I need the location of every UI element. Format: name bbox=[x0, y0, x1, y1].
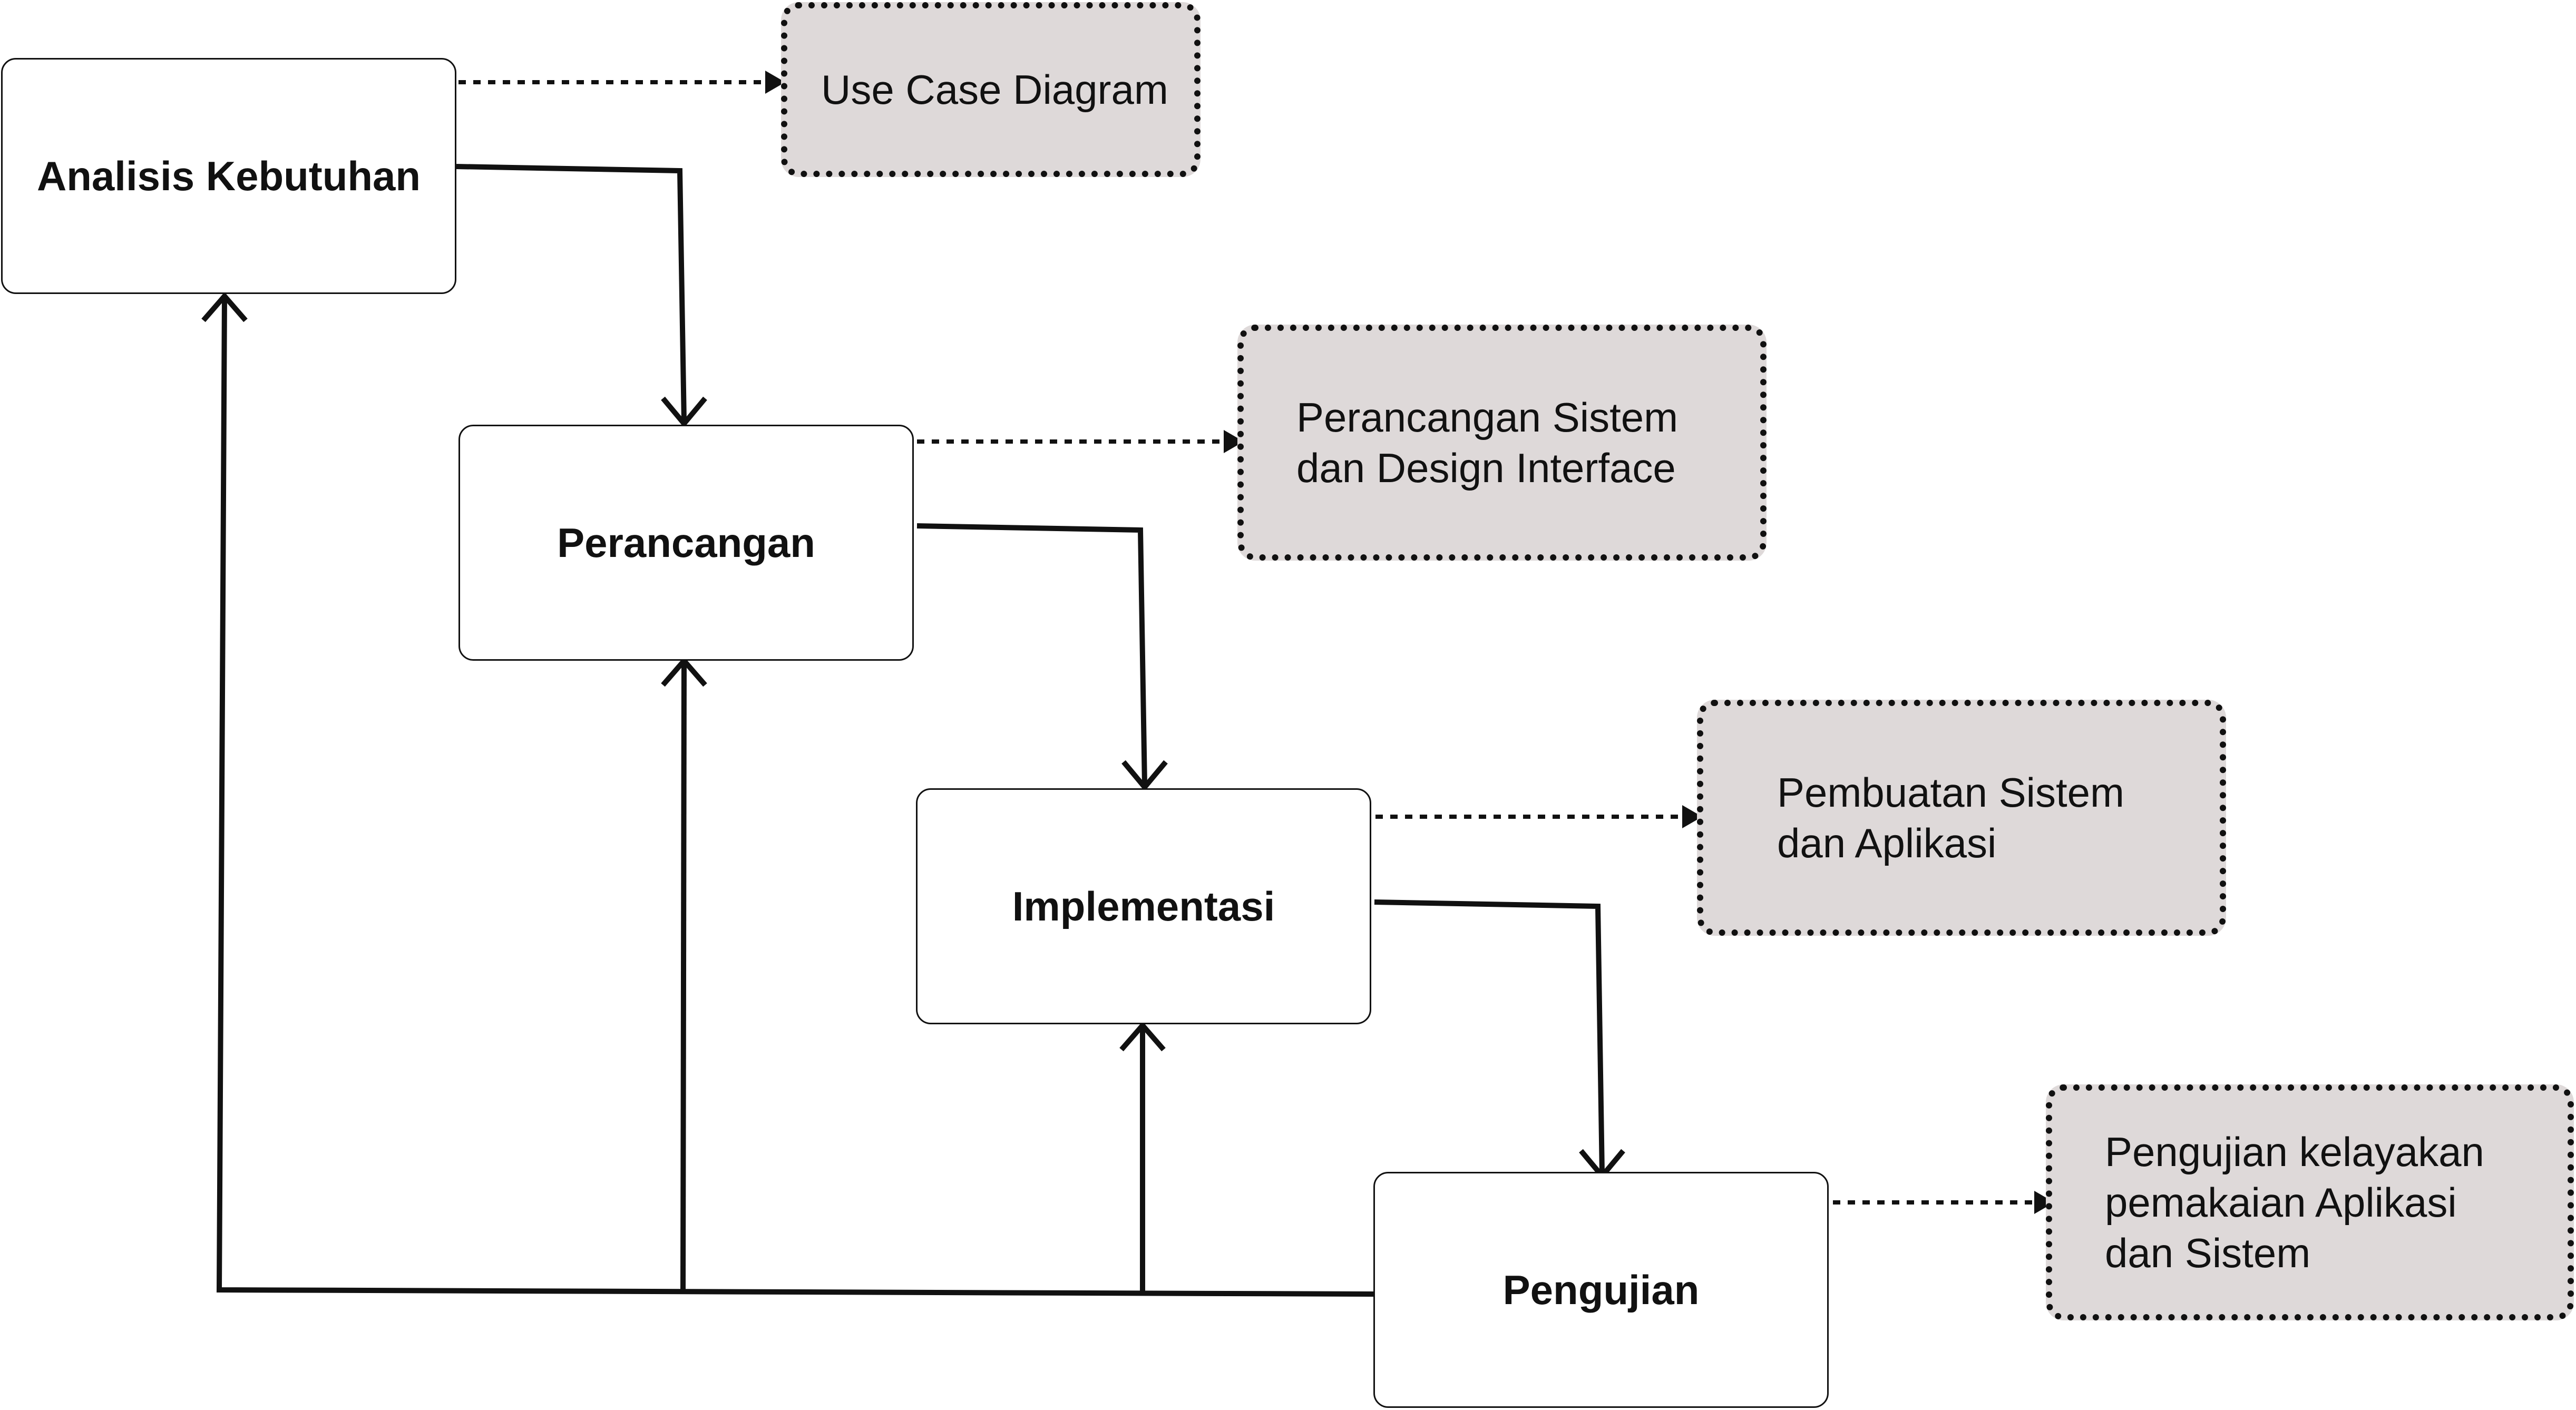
note-line: Pengujian kelayakan bbox=[2105, 1129, 2484, 1175]
arrowhead-feedback-implementasi bbox=[1119, 1021, 1166, 1052]
note-pembuatan-sistem: Pembuatan Sistem dan Aplikasi bbox=[1697, 700, 2226, 936]
feedback-to-perancangan bbox=[680, 661, 687, 1292]
feedback-baseline bbox=[216, 297, 1374, 1297]
stage-implementasi: Implementasi bbox=[916, 788, 1371, 1024]
arrowhead-analisis-to-perancangan bbox=[661, 396, 707, 428]
forward-flow-arrows bbox=[456, 164, 1625, 1180]
note-line: Use Case Diagram bbox=[821, 66, 1168, 113]
stage-label: Perancangan bbox=[557, 519, 815, 566]
stage-perancangan: Perancangan bbox=[458, 425, 914, 661]
stage-label: Pengujian bbox=[1502, 1266, 1700, 1313]
note-line: Perancangan Sistem bbox=[1296, 394, 1679, 440]
arrow-implementasi-to-pengujian bbox=[1374, 899, 1605, 1174]
note-line: dan Sistem bbox=[2105, 1230, 2311, 1276]
note-perancangan-sistem: Perancangan Sistem dan Design Interface bbox=[1237, 325, 1767, 561]
note-arrows bbox=[458, 80, 2034, 1205]
arrowhead-feedback-analisis bbox=[201, 292, 248, 322]
note-pengujian-kelayakan: Pengujian kelayakan pemakaian Aplikasi d… bbox=[2046, 1084, 2574, 1320]
dotted-arrowhead-pembuatan-sistem bbox=[1682, 805, 1702, 828]
dotted-arrowhead-pengujian-kelayakan bbox=[2034, 1191, 2054, 1214]
feedback-arrows bbox=[201, 292, 1374, 1297]
dotted-arrowhead-perancangan-sistem bbox=[1224, 430, 1244, 453]
stage-label: Analisis Kebutuhan bbox=[36, 152, 421, 199]
arrow-perancangan-to-implementasi bbox=[916, 523, 1147, 786]
note-line: dan Aplikasi bbox=[1777, 820, 1997, 866]
arrowhead-feedback-perancangan bbox=[661, 657, 707, 687]
stage-label: Implementasi bbox=[1012, 883, 1275, 929]
note-arrowheads bbox=[765, 71, 2054, 1214]
arrow-analisis-to-perancangan bbox=[456, 164, 687, 422]
note-line: pemakaian Aplikasi bbox=[2105, 1179, 2457, 1226]
stage-pengujian: Pengujian bbox=[1373, 1172, 1829, 1408]
note-line: dan Design Interface bbox=[1296, 445, 1676, 491]
note-line: Pembuatan Sistem bbox=[1777, 769, 2125, 816]
stage-analisis-kebutuhan: Analisis Kebutuhan bbox=[1, 58, 456, 294]
arrowhead-perancangan-to-implementasi bbox=[1121, 760, 1168, 791]
dotted-arrowhead-use-case bbox=[765, 71, 785, 94]
note-use-case-diagram: Use Case Diagram bbox=[781, 2, 1201, 177]
